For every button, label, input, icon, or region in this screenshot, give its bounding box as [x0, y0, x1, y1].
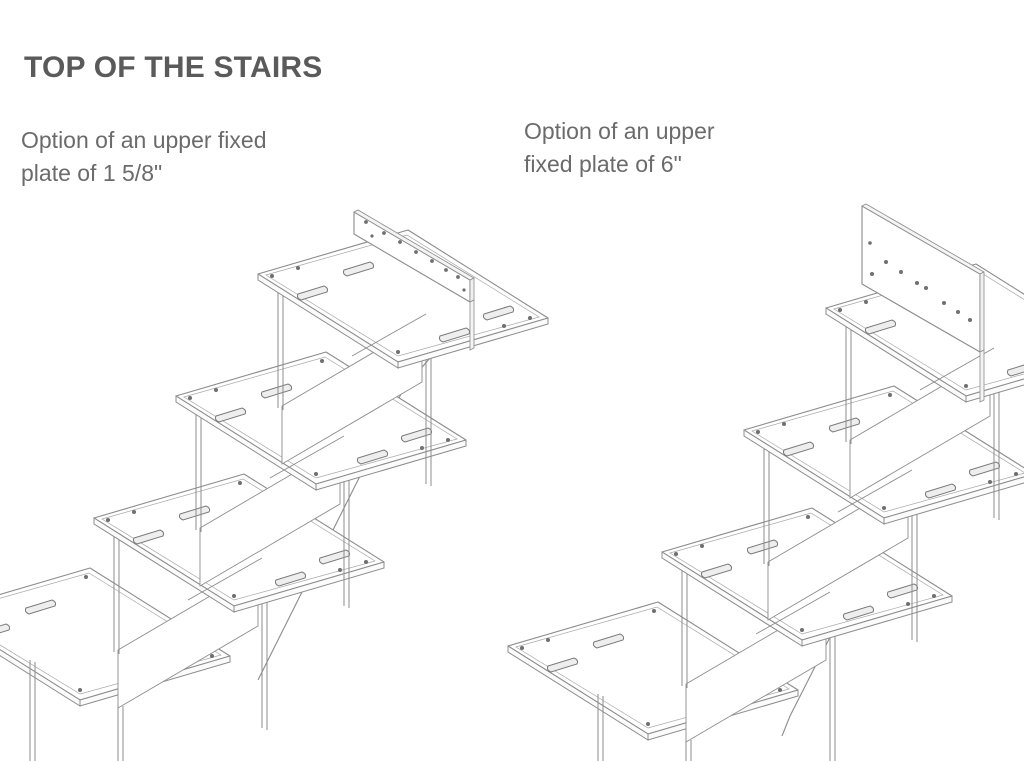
brace-left-1 [187, 557, 263, 601]
plate-holes-right [868, 241, 972, 322]
brace-left-2 [269, 435, 345, 479]
tread-left-1 [0, 567, 231, 761]
upper-fixed-plate-left [353, 209, 475, 351]
caption-right-option: Option of an upper fixed plate of 6" [524, 118, 715, 177]
stair-assembly-left [0, 209, 549, 761]
page-title: TOP OF THE STAIRS [24, 51, 323, 84]
stair-assembly-right [507, 203, 1024, 761]
plate-holes-left [364, 220, 466, 292]
brace-right-1 [755, 591, 831, 635]
brace-right-2 [837, 469, 913, 513]
caption-left-option: Option of an upper fixed plate of 1 5/8" [21, 127, 267, 186]
brace-left-3 [351, 313, 427, 357]
upper-fixed-plate-right [861, 203, 985, 403]
